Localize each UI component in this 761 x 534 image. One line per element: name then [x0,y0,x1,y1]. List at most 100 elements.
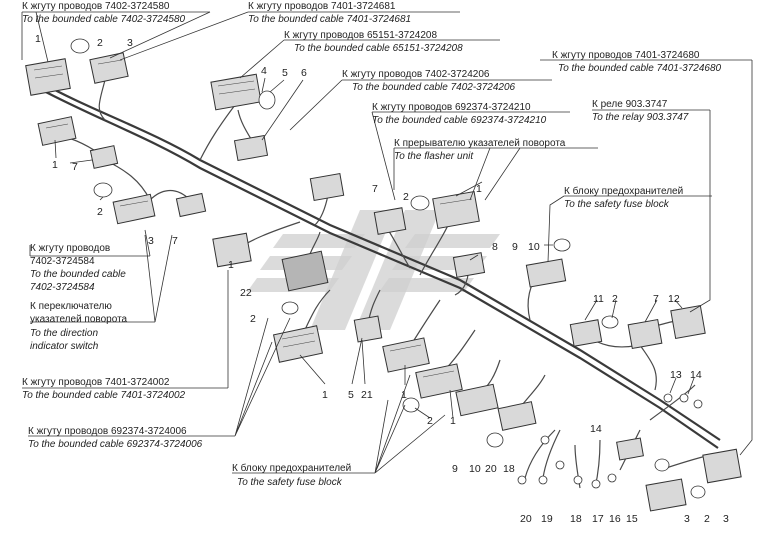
callout-number: 5 [282,67,288,79]
label-direction-indicator-switch: К переключателю указателей поворота To t… [30,301,128,352]
callout-number: 1 [401,389,407,401]
label-en: To the bounded cable 7402-3724206 [352,82,516,93]
callout-number: 7 [653,293,659,305]
connector-11 [569,319,603,347]
label-ru-line1: К жгуту проводов [30,243,110,254]
connector-1-top-left [25,58,71,96]
label-ru: К прерывателю указателей поворота [394,138,566,149]
label-bounded-cable-7402-3724584: К жгуту проводов 7402-3724584 To the bou… [30,243,126,293]
callout-number: 2 [612,293,618,305]
connector-1-mid [212,232,252,268]
connector-3-top-left [89,52,129,84]
connector-1-lower-b [415,363,463,399]
callout-number: 20 [485,463,497,475]
label-safety-fuse-block-top: К блоку предохранителей To the safety fu… [564,185,683,210]
connector-1-lower-c [455,383,499,417]
connector-1-lower [382,337,430,373]
label-relay-903-3747: К реле 903.3747 To the relay 903.3747 [592,99,689,123]
connector-1-left [37,116,77,146]
connector-3-bottom-left [645,478,687,512]
callout-number: 7 [372,183,378,195]
callout-number: 22 [240,287,252,299]
callout-number: 7 [172,235,178,247]
connector-14 [616,437,644,461]
connector-6 [233,134,269,162]
callout-number: 2 [97,37,103,49]
connector-3-bottom-right [702,448,742,484]
label-ru: К жгуту проводов 7401-3724002 [22,377,170,388]
label-ru: К жгуту проводов 692374-3724210 [372,102,531,113]
connector-4 [210,73,262,111]
callout-number: 1 [322,389,328,401]
connector-3-mid-left [112,193,156,225]
connector-7-centre [309,172,345,202]
callout-number: 1 [450,415,456,427]
connector-1-lower-left [272,325,324,363]
connector-7-left [89,145,119,169]
label-en: To the safety fuse block [237,477,343,488]
label-ru: К жгуту проводов 7401-3724681 [248,1,396,12]
connector-7-relay [627,318,663,350]
label-bounded-cable-7401-3724680: К жгуту проводов 7401-3724680 To the bou… [552,50,722,74]
callout-number: 11 [593,293,604,305]
label-bounded-cable-692374-3724006: К жгуту проводов 692374-3724006 To the b… [28,426,203,450]
label-ru: К жгуту проводов 7402-3724580 [22,1,170,12]
label-en-line1: To the bounded cable [30,269,126,280]
label-en-line1: To the direction [30,328,98,339]
label-ru: К жгуту проводов 7402-3724206 [342,69,490,80]
label-ru: К жгуту проводов 65151-3724208 [284,30,437,41]
callout-number: 7 [72,161,78,173]
label-ru: К жгуту проводов 7401-3724680 [552,50,700,61]
callout-number: 14 [690,369,702,381]
label-bounded-cable-692374-3724210: К жгуту проводов 692374-3724210 To the b… [372,102,547,126]
connector-21 [353,315,383,343]
label-en: To the safety fuse block [564,199,670,210]
connector-12 [670,305,706,339]
callout-number: 1 [228,259,234,271]
label-en-line2: indicator switch [30,341,99,352]
callout-numbers: 1 2 3 1 7 2 3 7 4 5 6 7 1 2 8 9 10 1 22 … [35,33,729,525]
connector-22 [281,250,329,292]
label-en: To the bounded cable 7401-3724681 [248,14,411,25]
callout-number: 12 [668,293,680,305]
callout-number: 13 [670,369,682,381]
main-harness-trunk [39,81,721,449]
label-ru-line2: указателей поворота [30,314,128,325]
label-safety-fuse-block-bottom: К блоку предохранителей To the safety fu… [232,462,351,488]
callout-number: 2 [403,191,409,203]
callout-number: 21 [361,389,373,401]
label-en: To the bounded cable 692374-3724210 [372,115,547,126]
connector-7-right-centre [373,207,407,235]
callout-number: 3 [148,235,154,247]
tag-ovals [70,38,706,499]
callout-number: 18 [503,463,515,475]
label-en: To the bounded cable 7401-3724680 [558,63,722,74]
label-ru: К блоку предохранителей [232,462,351,474]
callout-number: 14 [590,423,602,435]
callout-number: 2 [427,415,433,427]
callout-number: 2 [704,513,710,525]
label-en-line2: 7402-3724584 [30,282,95,293]
callout-number: 6 [301,67,307,79]
label-en: To the bounded cable 65151-3724208 [294,43,463,54]
callout-number: 2 [250,313,256,325]
label-bounded-cable-7402-3724206: К жгуту проводов 7402-3724206 To the bou… [342,69,516,93]
terminals-18 [517,435,617,489]
callout-number: 1 [35,33,41,45]
leader-lines [21,11,753,474]
callout-number: 17 [592,513,604,525]
callout-number: 1 [476,183,482,195]
label-ru: К блоку предохранителей [564,185,683,197]
callout-number: 3 [684,513,690,525]
label-bounded-cable-7402-3724580: К жгуту проводов 7402-3724580 To the bou… [22,1,186,25]
label-bounded-cable-7401-3724002: К жгуту проводов 7401-3724002 To the bou… [22,377,186,401]
label-bounded-cable-7401-3724681: К жгуту проводов 7401-3724681 To the bou… [248,1,411,25]
label-en: To the relay 903.3747 [592,112,689,123]
callout-number: 19 [541,513,553,525]
callout-number: 5 [348,389,354,401]
callout-number: 16 [609,513,621,525]
label-en: To the bounded cable 7402-3724580 [22,14,186,25]
callout-number: 10 [528,241,540,253]
callout-number: 4 [261,65,267,77]
